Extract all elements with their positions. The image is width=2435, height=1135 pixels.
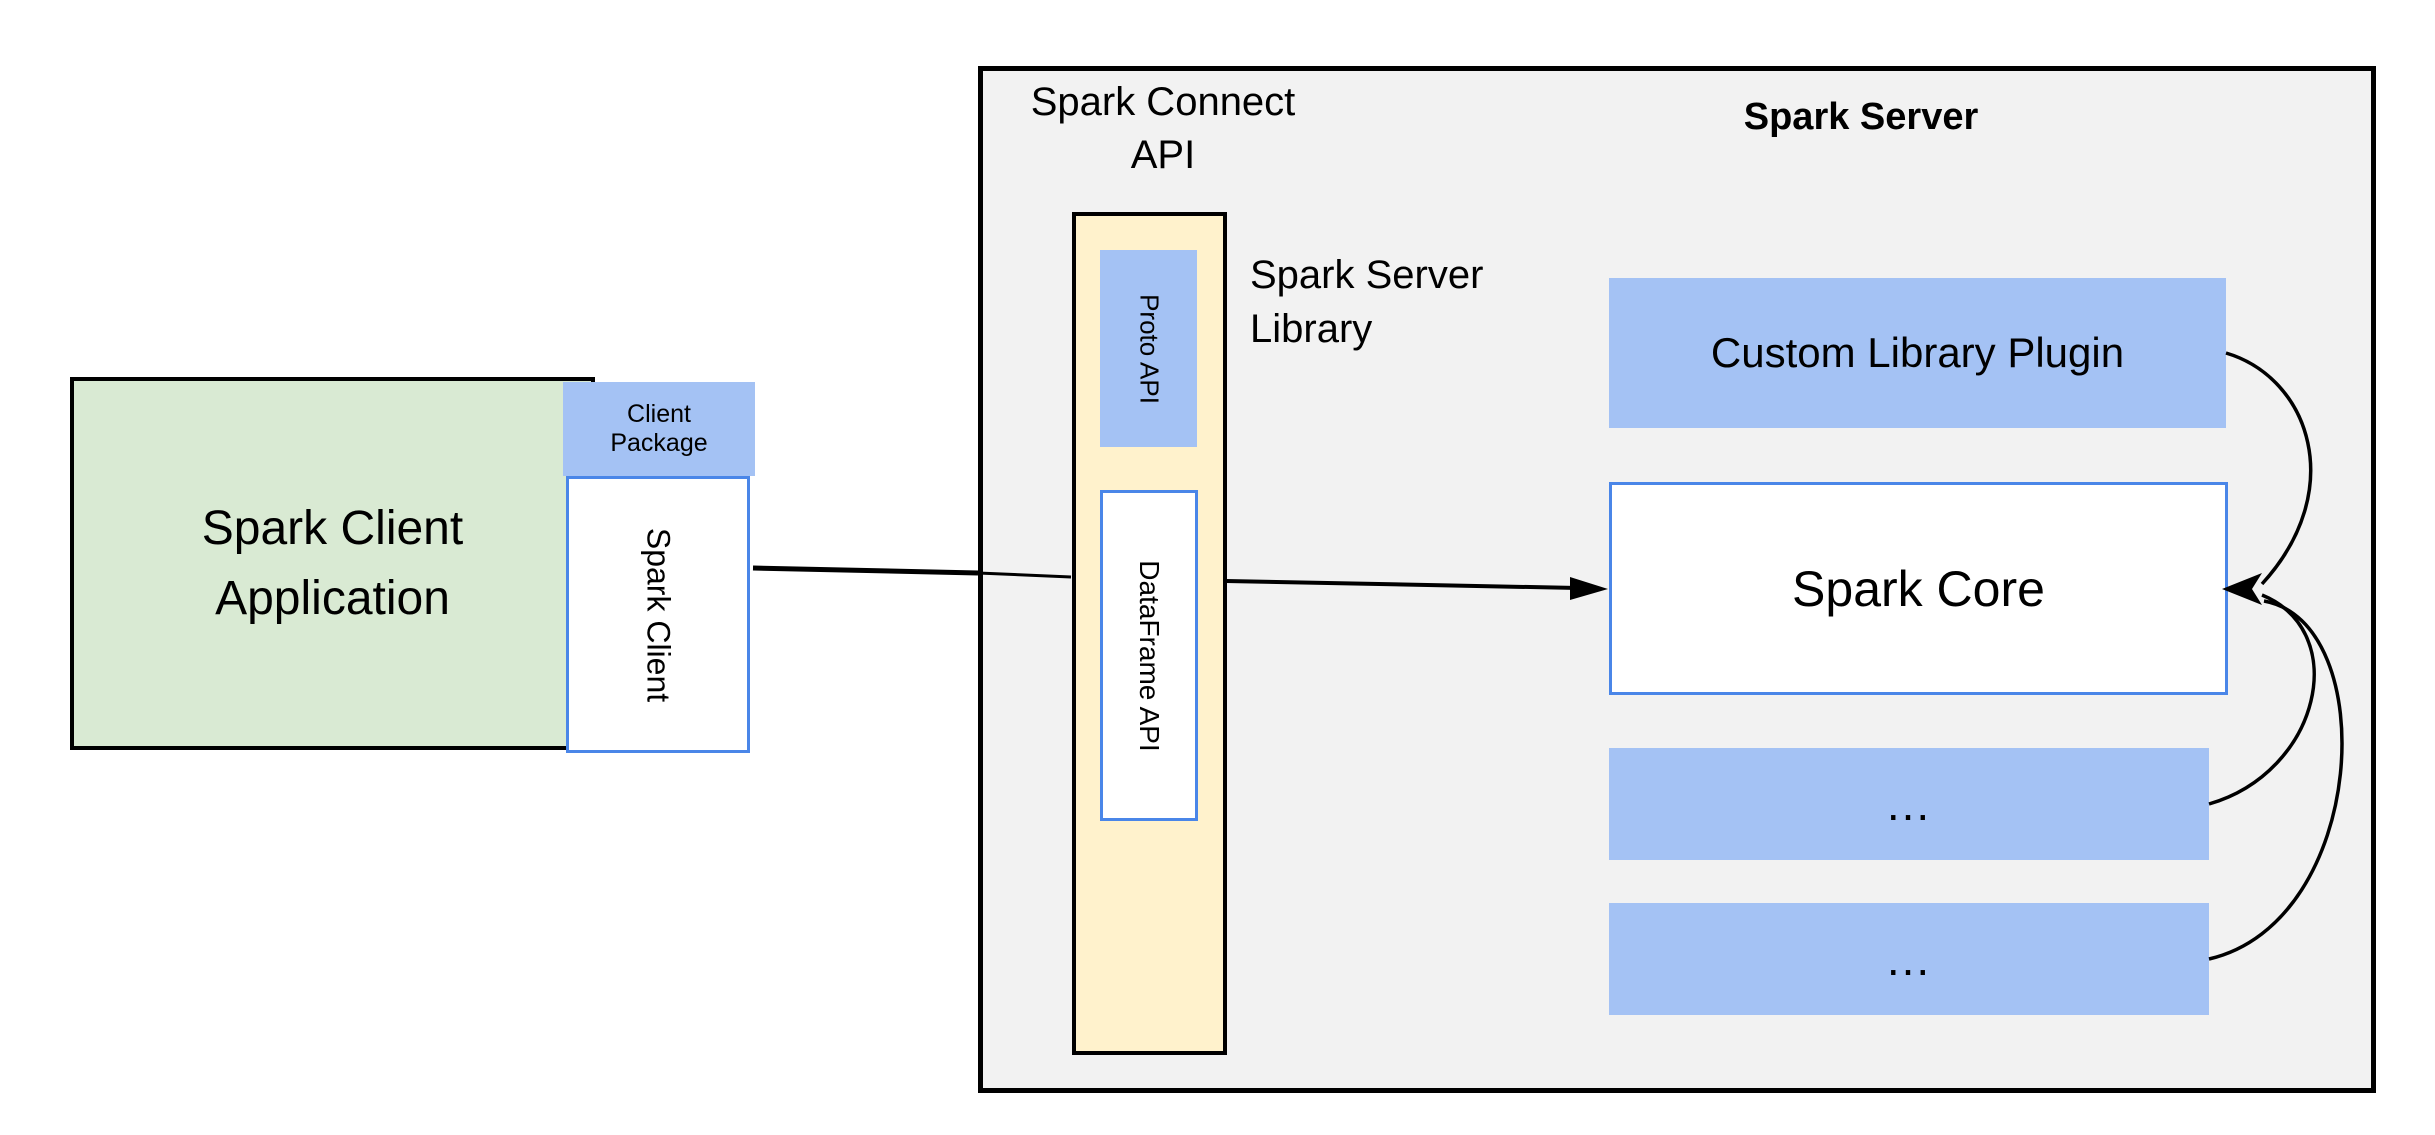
- node-spark-core: Spark Core: [1609, 482, 2228, 695]
- plugin-placeholder-1-label: ...: [1886, 777, 1932, 830]
- plugin-placeholder-2-label: ...: [1886, 932, 1932, 985]
- node-custom-library-plugin: Custom Library Plugin: [1609, 278, 2226, 428]
- client-to-connect-line-thick: [752, 565, 979, 576]
- spark-server-library-label: Spark Server Library: [1250, 253, 1484, 351]
- node-proto-api: Proto API: [1100, 250, 1197, 447]
- node-dataframe-api: DataFrame API: [1100, 490, 1198, 821]
- spark-connect-api-label: Spark Connect API: [1030, 80, 1296, 177]
- node-spark-client-application: Spark Client Application: [70, 377, 595, 750]
- client-package-label: Client Package: [610, 400, 708, 457]
- spark-client-application-label: Spark Client Application: [201, 501, 464, 625]
- node-spark-client: Spark Client: [566, 476, 750, 753]
- spark-core-label: Spark Core: [1792, 560, 2045, 617]
- node-plugin-placeholder-2: ...: [1609, 903, 2209, 1015]
- proto-api-label: Proto API: [1134, 293, 1164, 404]
- spark-server-title: Spark Server: [1743, 96, 1979, 138]
- node-client-package: Client Package: [563, 382, 755, 476]
- node-plugin-placeholder-1: ...: [1609, 748, 2209, 860]
- dataframe-api-label: DataFrame API: [1134, 559, 1165, 752]
- spark-client-label: Spark Client: [640, 527, 677, 702]
- custom-library-plugin-label: Custom Library Plugin: [1710, 329, 2125, 377]
